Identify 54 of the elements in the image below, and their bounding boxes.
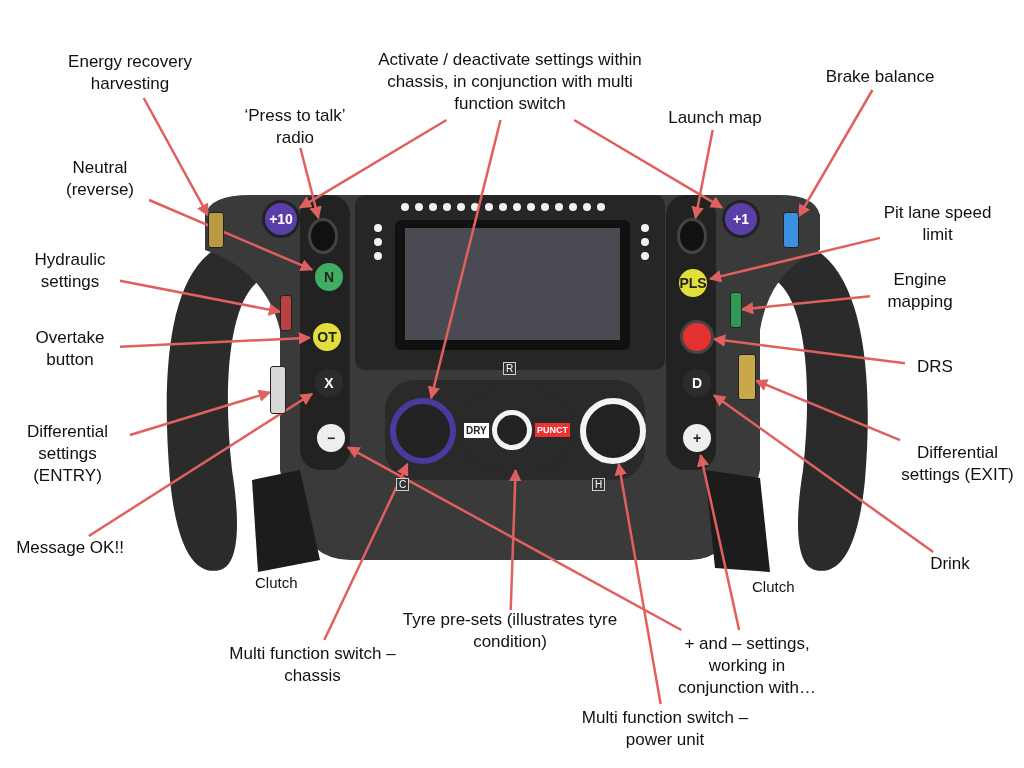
dial-marking: DRY (464, 422, 489, 438)
panel-marking: H (592, 478, 606, 491)
leader-arrow (754, 379, 901, 442)
callout-text: Pit lane speed limit (880, 202, 995, 246)
leader-arrow (614, 462, 662, 705)
callout-text: Tyre pre-sets (illustrates tyre condition) (400, 610, 620, 652)
leader-arrow (712, 334, 906, 365)
leader-arrow (119, 332, 312, 348)
thumbwheel (738, 354, 756, 400)
leader-arrow (708, 236, 881, 283)
leader-arrow (697, 453, 741, 631)
leader-arrow (427, 119, 502, 400)
thumbwheel (270, 366, 286, 414)
callout-text: Overtake button (20, 328, 120, 370)
callout-text: Activate / deactivate settings within chassis, in conjunction with multi function switch (365, 44, 655, 120)
leader-arrow (740, 294, 871, 315)
callout-text: + and – settings, working in conjunction with… (672, 630, 822, 702)
callout-text: Launch map (660, 106, 770, 130)
callout-text: Differential settings (EXIT) (900, 425, 1015, 503)
leader-arrow (573, 118, 724, 209)
paddle-label: Clutch (255, 574, 298, 591)
callout-text: Neutral (reverse) (40, 158, 160, 200)
callout-text: Message OK!! (5, 536, 135, 560)
leader-arrow (713, 394, 934, 553)
leader-arrow (148, 198, 314, 271)
leader-arrow (298, 118, 448, 209)
callout-text: Differential settings (ENTRY) (5, 415, 130, 493)
panel-marking: R (503, 362, 517, 375)
callout-text: ‘Press to talk’ radio (240, 106, 350, 148)
leader-arrow (797, 89, 874, 218)
thumbwheel (783, 212, 799, 248)
leader-arrow (299, 147, 322, 220)
callout-text: Brake balance (805, 64, 955, 90)
callout-text: Hydraulic settings (20, 250, 120, 292)
leader-arrow (691, 129, 714, 220)
leader-arrow (508, 468, 522, 611)
callout-text: Drink (920, 552, 980, 576)
panel-marking: C (396, 478, 410, 491)
leader-arrow (129, 389, 272, 437)
callout-text: DRS (905, 354, 965, 380)
toggle-switch (730, 292, 742, 328)
callout-text: Energy recovery harvesting (40, 48, 220, 98)
toggle-switch (280, 295, 292, 331)
leader-arrow (88, 392, 314, 538)
leader-arrow (142, 97, 210, 217)
callout-text: Engine mapping (870, 270, 970, 312)
callout-text: Multi function switch – chassis (225, 640, 400, 690)
thumbwheel (208, 212, 224, 248)
callout-text: Multi function switch – power unit (560, 704, 770, 754)
leader-arrow (323, 462, 409, 641)
dial-marking: PUNCT (535, 423, 570, 437)
paddle-label: Clutch (752, 578, 795, 595)
leader-arrow (346, 446, 682, 632)
leader-arrow (119, 279, 282, 316)
